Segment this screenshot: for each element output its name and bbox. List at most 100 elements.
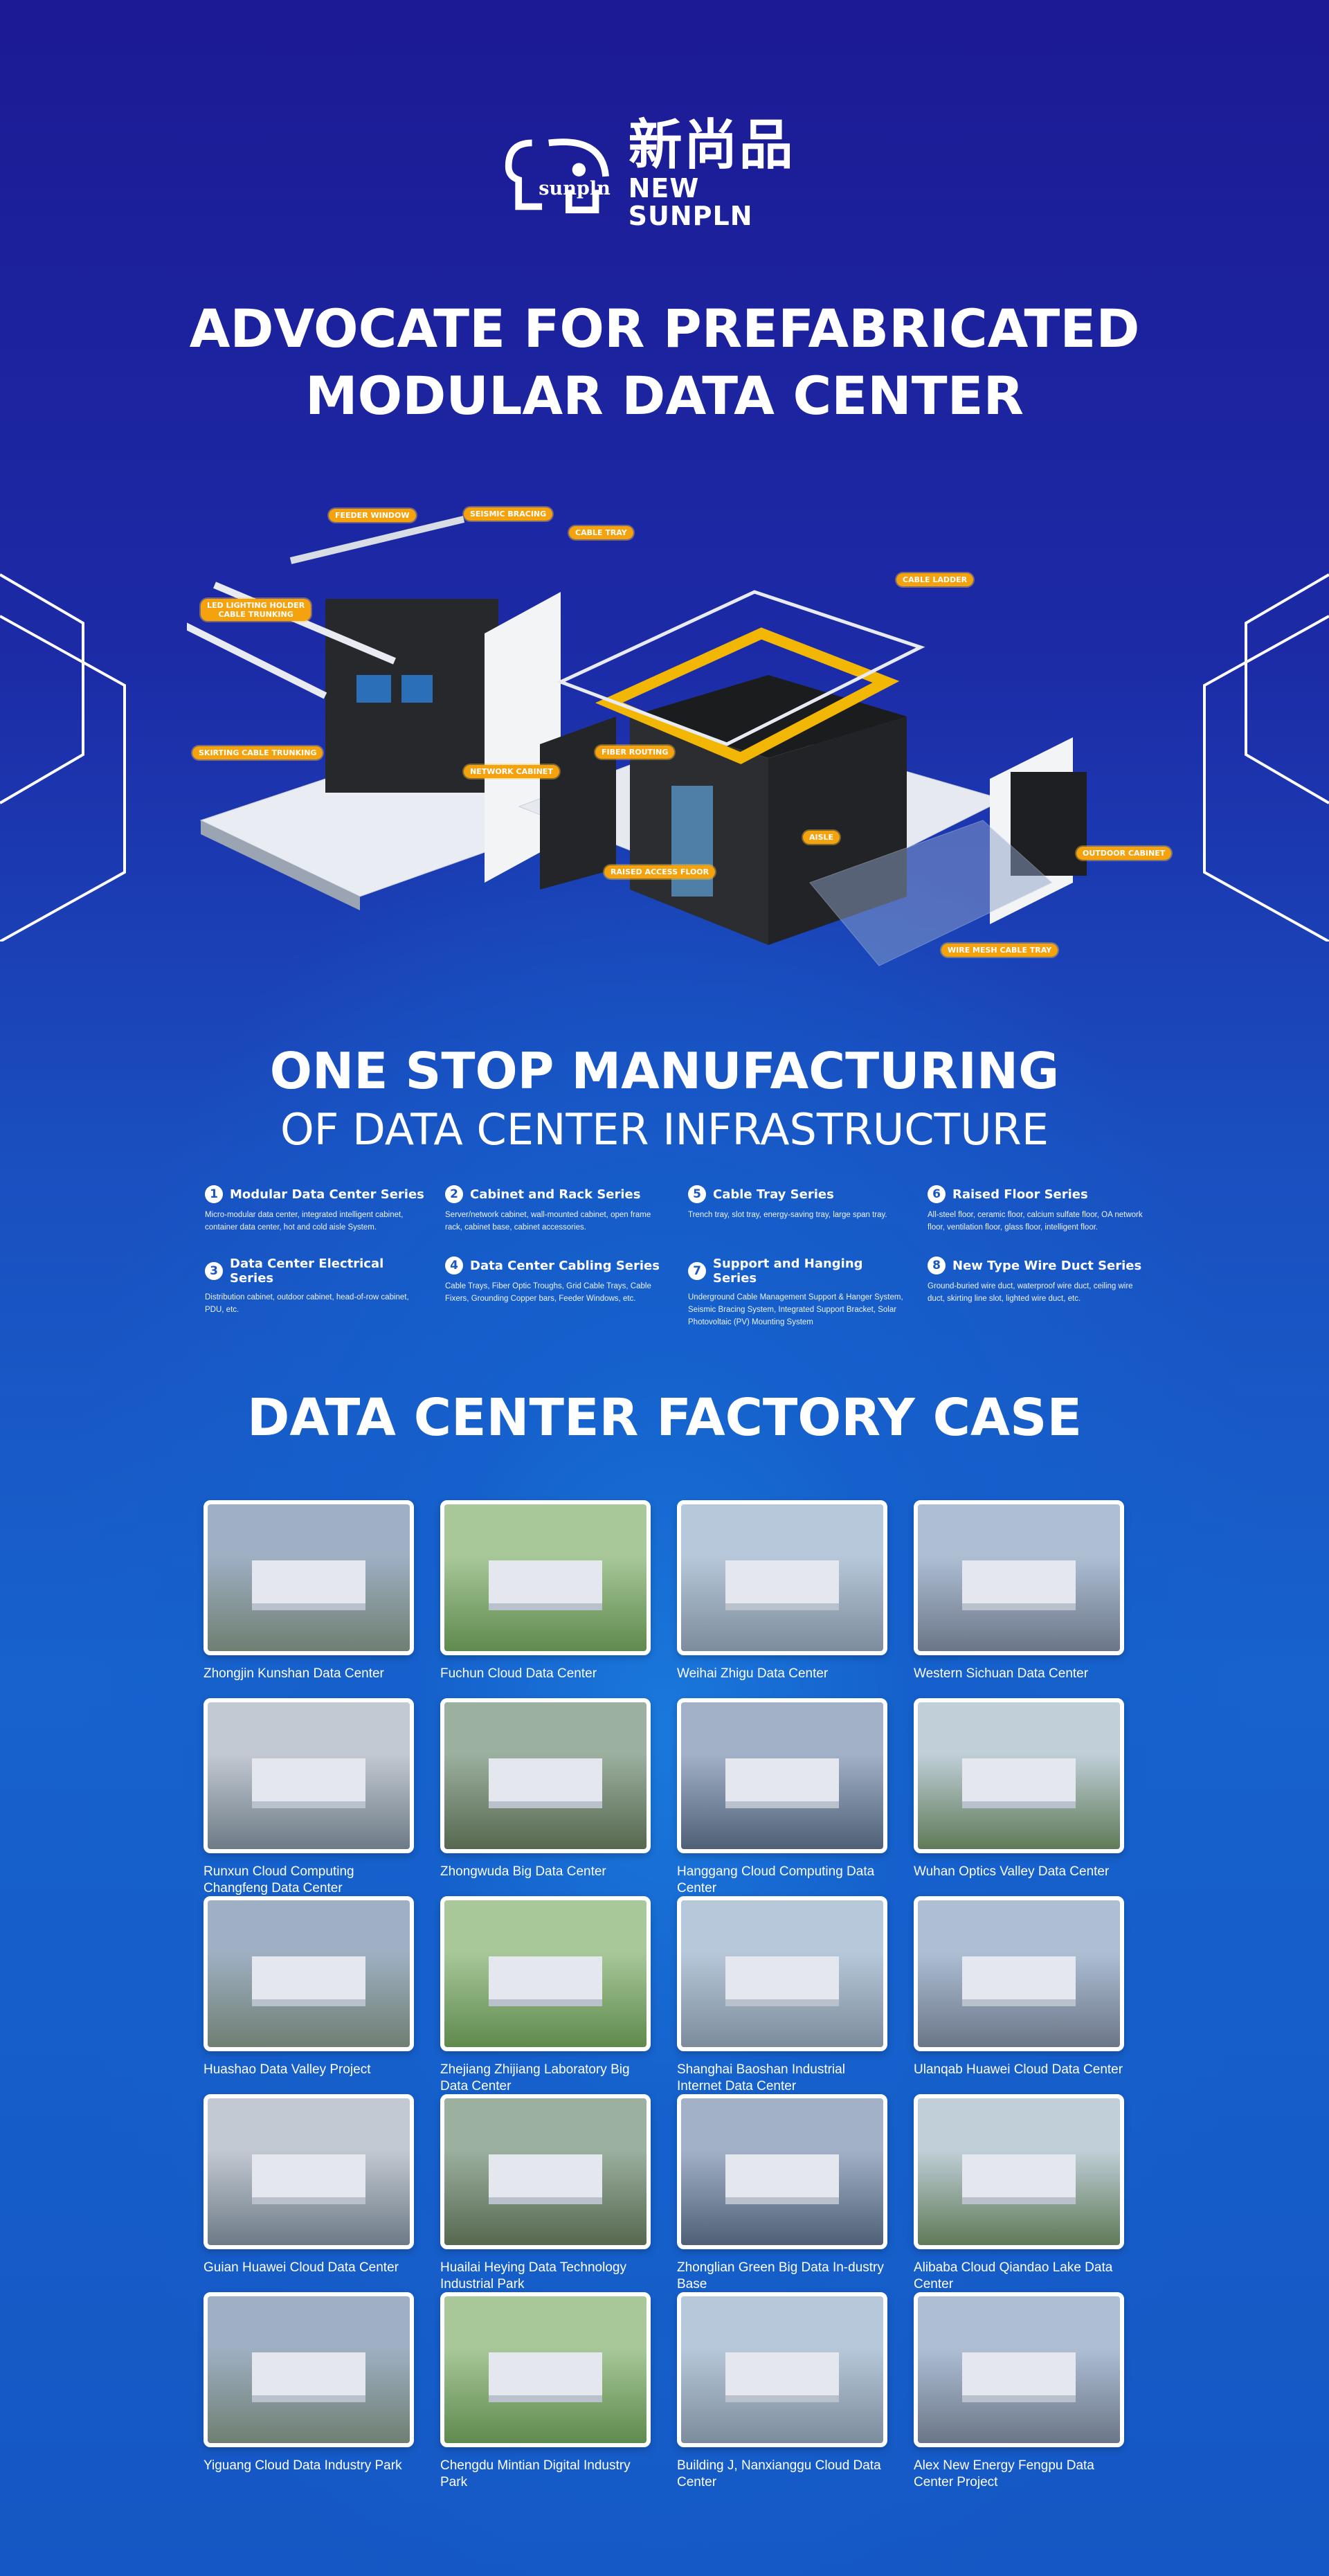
case-card[interactable]: Shanghai Baoshan Industrial Internet Dat… — [677, 1896, 887, 2095]
case-card[interactable]: Building J, Nanxianggu Cloud Data Center — [677, 2292, 887, 2491]
case-card[interactable]: Huailai Heying Data Technology Industria… — [440, 2094, 651, 2293]
series-heading: 6 Raised Floor Series — [928, 1185, 1149, 1203]
case-card[interactable]: Zhonglian Green Big Data In-dustry Base — [677, 2094, 887, 2293]
case-photo — [440, 1896, 651, 2051]
case-caption: Zhongjin Kunshan Data Center — [204, 1666, 384, 1681]
case-card[interactable]: Yiguang Cloud Data Industry Park — [204, 2292, 414, 2474]
hexagon-decoration-left — [0, 573, 126, 942]
case-card[interactable]: Ulanqab Huawei Cloud Data Center — [914, 1896, 1124, 2078]
hexagon-decoration-right — [1203, 573, 1329, 942]
case-caption: Hanggang Cloud Computing Data Center — [677, 1864, 875, 1895]
series-number-badge: 6 — [928, 1185, 946, 1203]
series-heading: 8 New Type Wire Duct Series — [928, 1257, 1149, 1275]
series-title: Modular Data Center Series — [230, 1187, 424, 1202]
case-card[interactable]: Zhejiang Zhijiang Laboratory Big Data Ce… — [440, 1896, 651, 2095]
brand-name-en: NEW SUNPLN — [628, 173, 753, 231]
series-description: Distribution cabinet, outdoor cabinet, h… — [205, 1293, 409, 1314]
case-photo — [914, 2292, 1124, 2447]
series-title: Cabinet and Rack Series — [470, 1187, 641, 1202]
case-caption: Chengdu Mintian Digital Industry Park — [440, 2458, 631, 2489]
label-raised-access-floor: RAISED ACCESS FLOOR — [604, 865, 716, 879]
series-number-badge: 4 — [445, 1257, 463, 1275]
case-caption: Zhejiang Zhijiang Laboratory Big Data Ce… — [440, 2062, 630, 2093]
case-card[interactable]: Fuchun Cloud Data Center — [440, 1500, 651, 1682]
series-description: Cable Trays, Fiber Optic Troughs, Grid C… — [445, 1282, 651, 1303]
case-photo — [677, 1698, 887, 1853]
label-outdoor-cabinet: OUTDOOR CABINET — [1076, 847, 1172, 860]
case-caption: Ulanqab Huawei Cloud Data Center — [914, 2062, 1123, 2077]
case-card[interactable]: Weihai Zhigu Data Center — [677, 1500, 887, 1682]
series-title: Cable Tray Series — [713, 1187, 834, 1202]
label-network-cabinet: NETWORK CABINET — [464, 765, 559, 778]
series-description: Server/network cabinet, wall-mounted cab… — [445, 1211, 651, 1232]
series-title: Raised Floor Series — [952, 1187, 1088, 1202]
case-caption: Alex New Energy Fengpu Data Center Proje… — [914, 2458, 1094, 2489]
label-wire-mesh-cable-tray: WIRE MESH CABLE TRAY — [941, 944, 1058, 957]
case-card[interactable]: Huashao Data Valley Project — [204, 1896, 414, 2078]
series-title: New Type Wire Duct Series — [952, 1258, 1142, 1273]
cases-title: DATA CENTER FACTORY CASE — [246, 1388, 1082, 1448]
series-number-badge: 3 — [205, 1262, 223, 1280]
case-photo — [204, 1896, 414, 2051]
case-photo — [677, 2094, 887, 2249]
case-photo — [677, 1500, 887, 1655]
case-caption: Wuhan Optics Valley Data Center — [914, 1864, 1110, 1879]
case-photo — [440, 1500, 651, 1655]
case-photo — [204, 1698, 414, 1853]
case-caption: Weihai Zhigu Data Center — [677, 1666, 829, 1681]
case-card[interactable]: Guian Huawei Cloud Data Center — [204, 2094, 414, 2276]
brand-name-cn: 新尚品 — [628, 114, 795, 177]
case-caption: Yiguang Cloud Data Industry Park — [204, 2458, 402, 2473]
label-seismic-bracing: SEISMIC BRACING — [464, 507, 553, 521]
case-photo — [204, 2292, 414, 2447]
case-card[interactable]: Hanggang Cloud Computing Data Center — [677, 1698, 887, 1897]
series-description: Ground-buried wire duct, waterproof wire… — [928, 1282, 1133, 1303]
label-led-lighting-line2: CABLE TRUNKING — [218, 610, 293, 619]
case-card[interactable]: Runxun Cloud Computing Changfeng Data Ce… — [204, 1698, 414, 1897]
label-fiber-routing: FIBER ROUTING — [595, 746, 675, 759]
label-cable-ladder: CABLE LADDER — [896, 573, 974, 586]
series-title: Data Center Electrical Series — [230, 1257, 384, 1286]
case-caption: Western Sichuan Data Center — [914, 1666, 1089, 1681]
case-card[interactable]: Chengdu Mintian Digital Industry Park — [440, 2292, 651, 2491]
series-number-badge: 8 — [928, 1257, 946, 1275]
brand-logo: sunpln 新尚品 NEW SUNPLN — [502, 116, 827, 230]
series-number-badge: 1 — [205, 1185, 223, 1203]
case-photo — [914, 1500, 1124, 1655]
case-caption: Zhongwuda Big Data Center — [440, 1864, 606, 1879]
case-caption: Building J, Nanxianggu Cloud Data Center — [677, 2458, 881, 2489]
case-photo — [914, 1698, 1124, 1853]
case-card[interactable]: Wuhan Optics Valley Data Center — [914, 1698, 1124, 1880]
case-card[interactable]: Zhongjin Kunshan Data Center — [204, 1500, 414, 1682]
case-card[interactable]: Zhongwuda Big Data Center — [440, 1698, 651, 1880]
series-description: Underground Cable Management Support & H… — [688, 1293, 903, 1326]
hero-title-line2: MODULAR DATA CENTER — [305, 365, 1024, 426]
manufacturing-title: ONE STOP MANUFACTURING — [269, 1042, 1060, 1100]
series-description: Micro-modular data center, integrated in… — [205, 1211, 404, 1232]
manufacturing-subtitle: OF DATA CENTER INFRASTRUCTURE — [280, 1104, 1049, 1155]
case-photo — [440, 2292, 651, 2447]
data-center-illustration — [178, 516, 1087, 966]
case-caption: Shanghai Baoshan Industrial Internet Dat… — [677, 2062, 845, 2093]
case-card[interactable]: Alibaba Cloud Qiandao Lake Data Center — [914, 2094, 1124, 2293]
logo-mark-icon: sunpln — [502, 128, 616, 218]
series-heading: 3 Data Center Electrical Series — [205, 1257, 426, 1286]
case-card[interactable]: Western Sichuan Data Center — [914, 1500, 1124, 1682]
case-photo — [914, 1896, 1124, 2051]
case-photo — [677, 2292, 887, 2447]
case-card[interactable]: Alex New Energy Fengpu Data Center Proje… — [914, 2292, 1124, 2491]
hero-title-line1: ADVOCATE FOR PREFABRICATED — [189, 298, 1140, 359]
series-number-badge: 7 — [688, 1262, 706, 1280]
label-aisle: AISLE — [803, 831, 840, 844]
